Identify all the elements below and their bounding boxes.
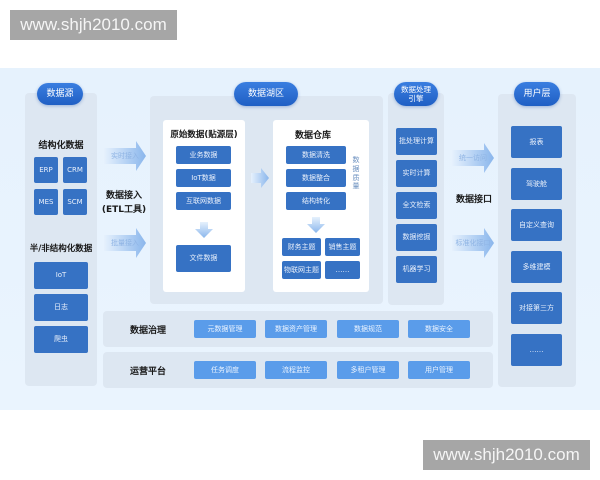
user-cockpit: 驾驶舱 [511,168,562,200]
batch-ingest-label: 批量接入 [111,239,139,247]
warehouse-cleaning: 数据清洗 [286,146,346,164]
user-multidim-modeling: 多维建模 [511,251,562,283]
structured-data-heading: 结构化数据 [38,141,84,151]
semi-structured-heading: 半/非结构化数据 [29,244,93,254]
user-layer-title: 用户层 [514,82,560,106]
unified-access-label: 统一访问 [459,154,487,162]
operations-scheduling: 任务调度 [194,361,256,379]
user-more: …… [511,334,562,366]
raw-internet-data: 互联网数据 [176,192,231,210]
user-third-party: 对接第三方 [511,292,562,324]
user-custom-query: 自定义查询 [511,209,562,241]
architecture-diagram: 数据源 结构化数据 ERP CRM MES SCM 半/非结构化数据 IoT 日… [0,68,600,410]
governance-label: 数据治理 [129,326,166,336]
standard-interface-label: 标准化接口 [455,239,491,247]
raw-iot-data: IoT数据 [176,169,231,187]
ingest-label-line2: (ETL工具) [101,205,147,215]
realtime-ingest-arrow: 实时接入 [104,141,146,171]
watermark-top: www.shjh2010.com [10,10,177,40]
operations-user-mgmt: 用户管理 [408,361,470,379]
watermark-bottom: www.shjh2010.com [423,440,590,470]
engine-title-line2: 引擎 [408,94,424,103]
data-warehouse-heading: 数据仓库 [294,131,331,141]
data-lake-title: 数据湖区 [234,82,298,106]
unified-access-arrow: 统一访问 [452,143,494,173]
source-scm: SCM [63,189,87,215]
raw-file-data: 文件数据 [176,245,231,272]
data-source-title: 数据源 [37,83,83,105]
processing-engine-title: 数据处理 引擎 [394,82,438,106]
arrow-right-icon [104,228,146,258]
arrow-down-icon [195,222,213,238]
source-crawler: 爬虫 [34,326,88,353]
governance-standards: 数据规范 [337,320,399,338]
engine-fulltext: 全文检索 [396,192,437,219]
arrow-right-icon [452,228,494,258]
operations-label: 运营平台 [129,367,166,377]
arrow-right-icon [104,141,146,171]
engine-realtime: 实时计算 [396,160,437,187]
data-quality-label: 数据质量 [352,156,360,191]
warehouse-integration: 数据整合 [286,169,346,187]
user-report: 报表 [511,126,562,158]
engine-ml: 机器学习 [396,256,437,283]
source-erp: ERP [34,157,58,183]
source-crm: CRM [63,157,87,183]
arrow-right-icon [251,168,269,188]
theme-sales: 销售主题 [325,238,360,256]
data-interface-label: 数据接口 [455,195,492,205]
raw-data-heading: 原始数据(贴源层) [170,130,238,140]
theme-more: …… [325,261,360,279]
raw-business-data: 业务数据 [176,146,231,164]
theme-iot: 物联网主题 [282,261,321,279]
warehouse-transformation: 结构转化 [286,192,346,210]
engine-mining: 数据挖掘 [396,224,437,251]
arrow-right-icon [452,143,494,173]
source-log: 日志 [34,294,88,321]
batch-ingest-arrow: 批量接入 [104,228,146,258]
theme-finance: 财务主题 [282,238,321,256]
standard-interface-arrow: 标准化接口 [452,228,494,258]
ingest-label-line1: 数据接入 [105,191,142,201]
source-iot: IoT [34,262,88,289]
realtime-ingest-label: 实时接入 [111,152,139,160]
governance-metadata: 元数据管理 [194,320,256,338]
source-mes: MES [34,189,58,215]
operations-multitenant: 多租户管理 [337,361,399,379]
engine-batch: 批处理计算 [396,128,437,155]
engine-title-line1: 数据处理 [401,85,431,94]
governance-assets: 数据资产管理 [265,320,327,338]
governance-security: 数据安全 [408,320,470,338]
operations-monitoring: 流程监控 [265,361,327,379]
arrow-down-icon [307,217,325,233]
